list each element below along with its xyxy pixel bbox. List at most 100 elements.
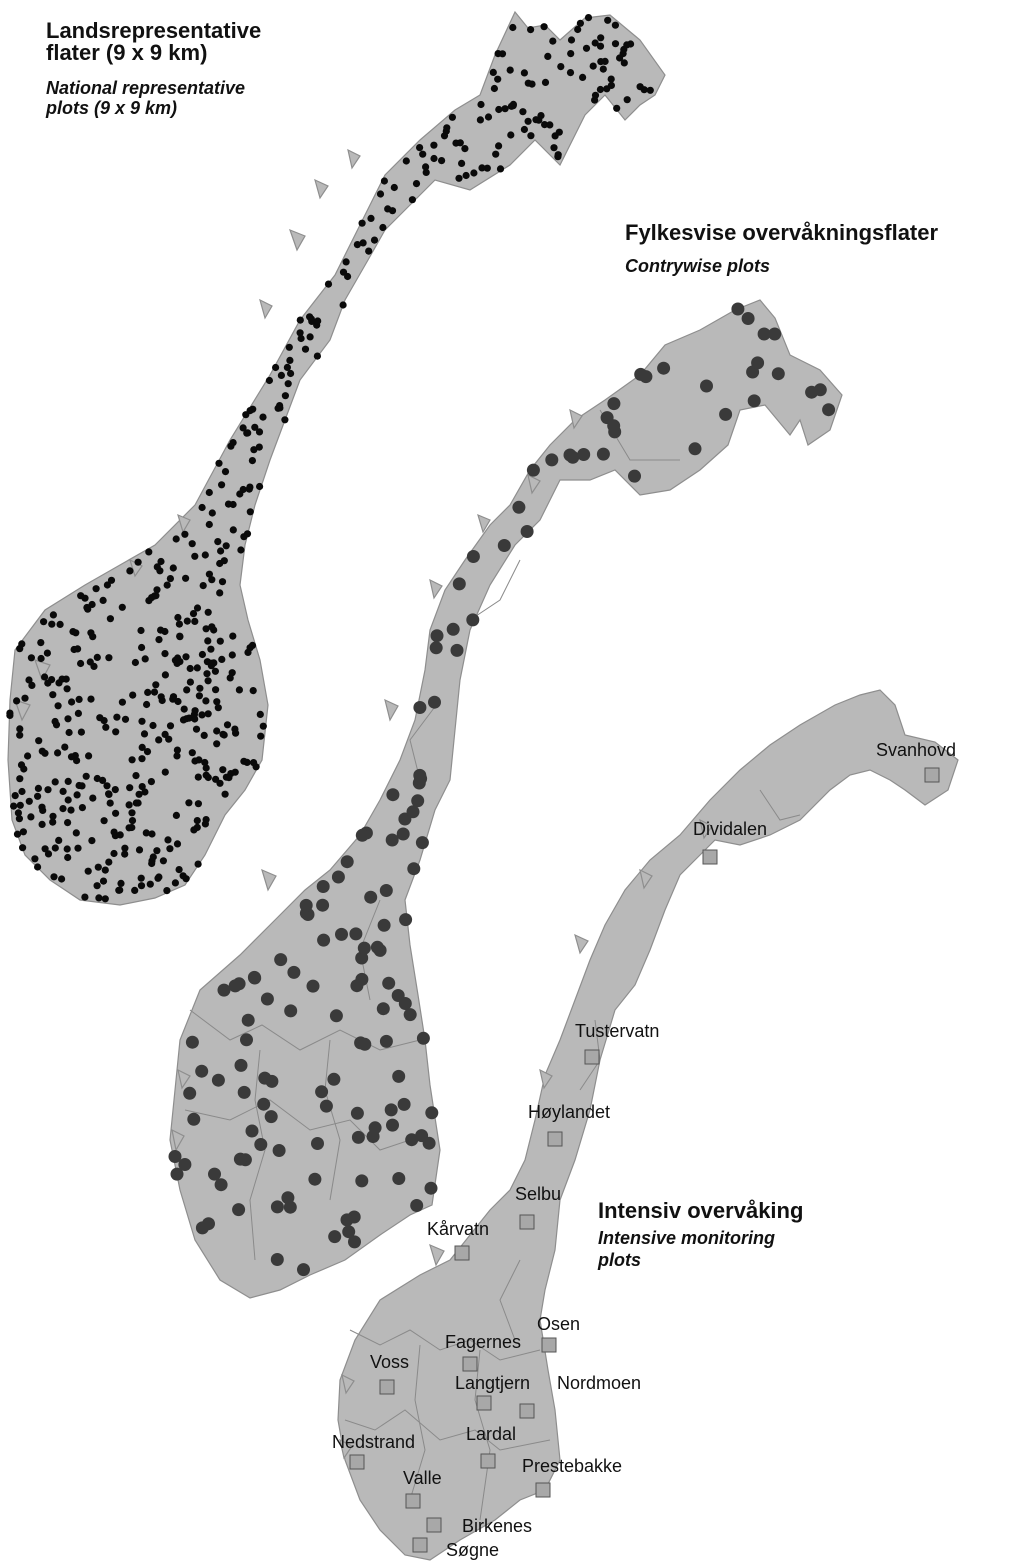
plot-marker — [248, 457, 256, 465]
plot-marker — [495, 142, 503, 150]
plot-marker — [175, 866, 183, 874]
fjord-islands-national — [14, 148, 361, 722]
plot-marker — [498, 50, 507, 58]
plot-marker — [155, 873, 163, 881]
plot-marker — [601, 57, 609, 65]
plot-marker — [257, 732, 265, 740]
plot-marker — [579, 73, 587, 81]
plot-marker — [540, 23, 548, 31]
site-label-tustervatn: Tustervatn — [575, 1021, 659, 1041]
plot-marker — [265, 376, 273, 385]
plot-marker — [190, 826, 198, 834]
plot-marker — [34, 863, 42, 871]
plot-marker — [364, 890, 378, 904]
plot-marker — [88, 600, 96, 609]
site-label-osen: Osen — [537, 1314, 580, 1334]
plot-marker — [214, 538, 222, 546]
plot-marker — [37, 639, 45, 647]
plot-marker — [316, 898, 330, 912]
plot-marker — [49, 611, 58, 619]
plot-marker — [170, 1167, 184, 1181]
plot-marker — [223, 721, 232, 729]
plot-marker — [410, 1199, 424, 1212]
plot-marker — [229, 439, 237, 447]
plot-marker — [188, 540, 196, 548]
site-marker-hoylandet — [547, 1131, 563, 1147]
plot-marker — [448, 113, 456, 121]
plot-marker — [555, 128, 563, 136]
map-intensive: Svanhovd Dividalen Tustervatn Høylandet … — [332, 689, 959, 1561]
plot-marker — [67, 806, 75, 814]
plot-marker — [604, 16, 612, 24]
plot-marker — [251, 423, 259, 431]
plot-marker — [145, 548, 153, 556]
plot-marker — [89, 633, 97, 641]
plot-marker — [169, 695, 177, 703]
plot-marker — [446, 622, 460, 636]
plot-marker — [415, 836, 429, 850]
site-marker-birkenes — [426, 1517, 442, 1533]
plot-marker — [260, 992, 274, 1006]
plot-marker — [541, 121, 549, 129]
site-marker-sogne — [412, 1537, 428, 1553]
plot-marker — [428, 695, 441, 709]
plot-marker — [353, 241, 361, 249]
plot-marker — [240, 1033, 253, 1047]
plot-marker — [105, 654, 113, 662]
plot-marker — [566, 69, 575, 77]
plot-marker — [38, 803, 46, 811]
plot-marker — [208, 623, 216, 631]
plot-marker — [77, 659, 85, 668]
plot-marker — [152, 592, 160, 600]
plot-marker — [546, 121, 554, 129]
plot-marker — [483, 164, 491, 172]
plot-marker — [200, 731, 208, 740]
plot-marker — [528, 80, 536, 88]
plot-marker — [218, 578, 227, 586]
plot-marker — [243, 758, 251, 767]
plot-marker — [340, 1213, 354, 1227]
plot-marker — [218, 655, 226, 664]
plot-marker — [204, 637, 212, 645]
plot-marker — [13, 830, 22, 838]
plot-marker — [380, 177, 388, 185]
plot-marker — [101, 866, 109, 874]
plot-marker — [202, 771, 210, 779]
plot-marker — [370, 236, 379, 244]
plot-marker — [509, 23, 517, 32]
plot-marker — [59, 805, 67, 813]
plot-marker — [73, 757, 81, 765]
plot-marker — [492, 150, 500, 158]
plot-marker — [16, 725, 24, 733]
plot-marker — [143, 748, 152, 756]
plot-marker — [62, 675, 70, 683]
plot-marker — [161, 650, 169, 658]
plot-marker — [25, 797, 33, 805]
plot-marker — [657, 361, 671, 375]
plot-marker — [77, 728, 85, 736]
site-marker-selbu — [519, 1214, 535, 1230]
plot-marker — [18, 640, 26, 648]
plot-marker — [121, 844, 129, 852]
plot-marker — [495, 105, 503, 114]
plot-marker — [128, 817, 137, 825]
plot-marker — [700, 379, 713, 393]
plot-marker — [89, 794, 97, 802]
plot-marker — [190, 710, 198, 719]
plot-marker — [180, 705, 188, 713]
plot-marker — [72, 829, 80, 837]
site-marker-voss — [379, 1379, 395, 1395]
plot-marker — [70, 645, 78, 654]
plot-marker — [203, 670, 211, 678]
plot-marker — [430, 629, 444, 643]
plot-marker — [105, 858, 113, 866]
plot-marker — [272, 1144, 286, 1157]
plot-marker — [192, 725, 201, 733]
plot-marker — [112, 809, 120, 817]
plot-marker — [44, 786, 52, 794]
plot-marker — [143, 700, 151, 709]
plot-marker — [591, 39, 599, 47]
plot-marker — [131, 886, 139, 895]
plot-marker — [747, 394, 761, 408]
plot-marker — [246, 508, 254, 516]
